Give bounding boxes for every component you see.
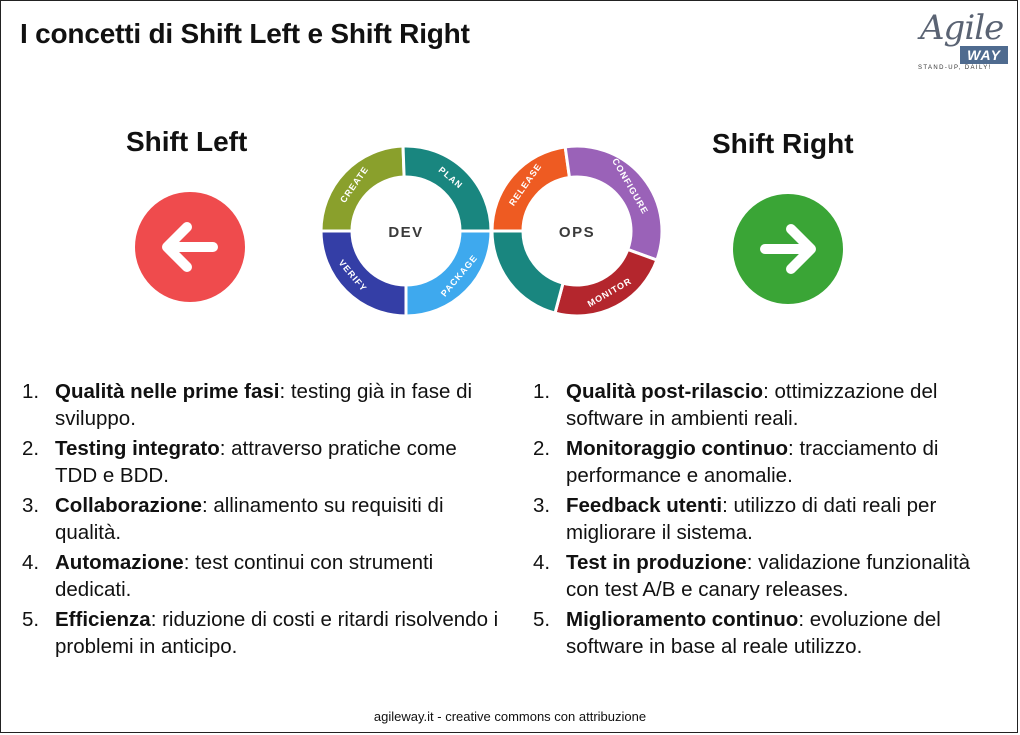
list-item-text: : tracciamento di performance e anomalie… [566, 437, 939, 487]
list-item-text: : test continui con strumenti dedicati. [55, 551, 434, 601]
list-item: 1. Qualità post-rilascio: ottimizzazione … [533, 378, 1003, 432]
logo-badge: WAY [960, 46, 1008, 64]
left-arrow-icon [135, 192, 245, 302]
list-item: 4. Test in produzione: validazione funzio… [533, 549, 1003, 603]
list-item: 4. Automazione: test continui con strumen… [22, 549, 502, 603]
right-arrow-icon [733, 194, 843, 304]
list-item-text: : attraverso pratiche come TDD e BDD. [55, 437, 457, 487]
footer-credit: agileway.it - creative commons con attri… [373, 709, 647, 724]
monitor-segment [553, 247, 659, 318]
list-item-number: 5. [533, 608, 551, 631]
logo-tagline: STAND-UP, DAILY! [918, 65, 992, 71]
list-item-text: : riduzione di costi e ritardi risolvend… [55, 608, 499, 658]
shift-right-list: 1. Qualità post-rilascio: ottimizzazione … [533, 378, 1003, 663]
list-item-title: Efficienza [55, 608, 151, 631]
list-item-title: Monitoraggio continuo [566, 437, 789, 460]
page-title: I concetti di Shift Left e Shift Right [20, 18, 470, 49]
list-item-title: Feedback utenti [566, 494, 723, 517]
list-item-title: Testing integrato [55, 437, 220, 460]
list-item-text: : utilizzo di dati reali per migliorare … [566, 494, 937, 544]
list-item: 2. Testing integrato: attraverso pratiche… [22, 435, 502, 489]
list-item-title: Qualità post-rilascio [566, 380, 764, 403]
release-segment [490, 145, 572, 233]
verify-segment [319, 229, 408, 318]
agileway-logo: Agile WAY STAND-UP, DAILY! [916, 8, 1012, 72]
logo-word: Agile [920, 8, 1004, 48]
list-item-number: 3. [22, 494, 40, 517]
create-segment [319, 144, 406, 233]
list-item-title: Automazione [55, 551, 184, 574]
list-item: 1. Qualità nelle prime fasi: testing già … [22, 378, 502, 432]
shift-right-heading: Shift Right [712, 128, 854, 159]
plan-segment [401, 144, 493, 233]
list-item: 5. Miglioramento continuo: evoluzione del… [533, 606, 1003, 660]
list-item-text: : validazione funzionalità con test A/B … [566, 551, 971, 601]
list-item-number: 2. [22, 437, 40, 460]
list-item-number: 1. [22, 380, 40, 403]
list-item-number: 5. [22, 608, 40, 631]
ops-teal-segment [490, 229, 565, 315]
list-item: 3. Collaborazione: allinamento su requisi… [22, 492, 502, 546]
list-item-title: Collaborazione [55, 494, 202, 517]
list-item-number: 4. [533, 551, 551, 574]
list-item-text: : ottimizzazione del software in ambient… [566, 380, 938, 430]
package-segment [404, 229, 493, 318]
shift-left-heading: Shift Left [126, 126, 248, 157]
dev-label: DEV [388, 224, 423, 241]
list-item: 5. Efficienza: riduzione di costi e ritar… [22, 606, 502, 660]
list-item-title: Test in produzione [566, 551, 747, 574]
list-item: 3. Feedback utenti: utilizzo di dati real… [533, 492, 1003, 546]
ops-label: OPS [559, 224, 595, 241]
shift-left-list: 1. Qualità nelle prime fasi: testing già … [22, 378, 502, 663]
list-item-number: 2. [533, 437, 551, 460]
list-item-number: 4. [22, 551, 40, 574]
list-item-text: : allinamento su requisiti di qualità. [55, 494, 444, 544]
list-item-title: Miglioramento continuo [566, 608, 799, 631]
list-item: 2. Monitoraggio continuo: tracciamento di… [533, 435, 1003, 489]
list-item-number: 3. [533, 494, 551, 517]
list-item-text: : testing già in fase di sviluppo. [55, 380, 473, 430]
list-item-title: Qualità nelle prime fasi [55, 380, 280, 403]
list-item-number: 1. [533, 380, 551, 403]
list-item-text: : evoluzione del software in base al rea… [566, 608, 941, 658]
